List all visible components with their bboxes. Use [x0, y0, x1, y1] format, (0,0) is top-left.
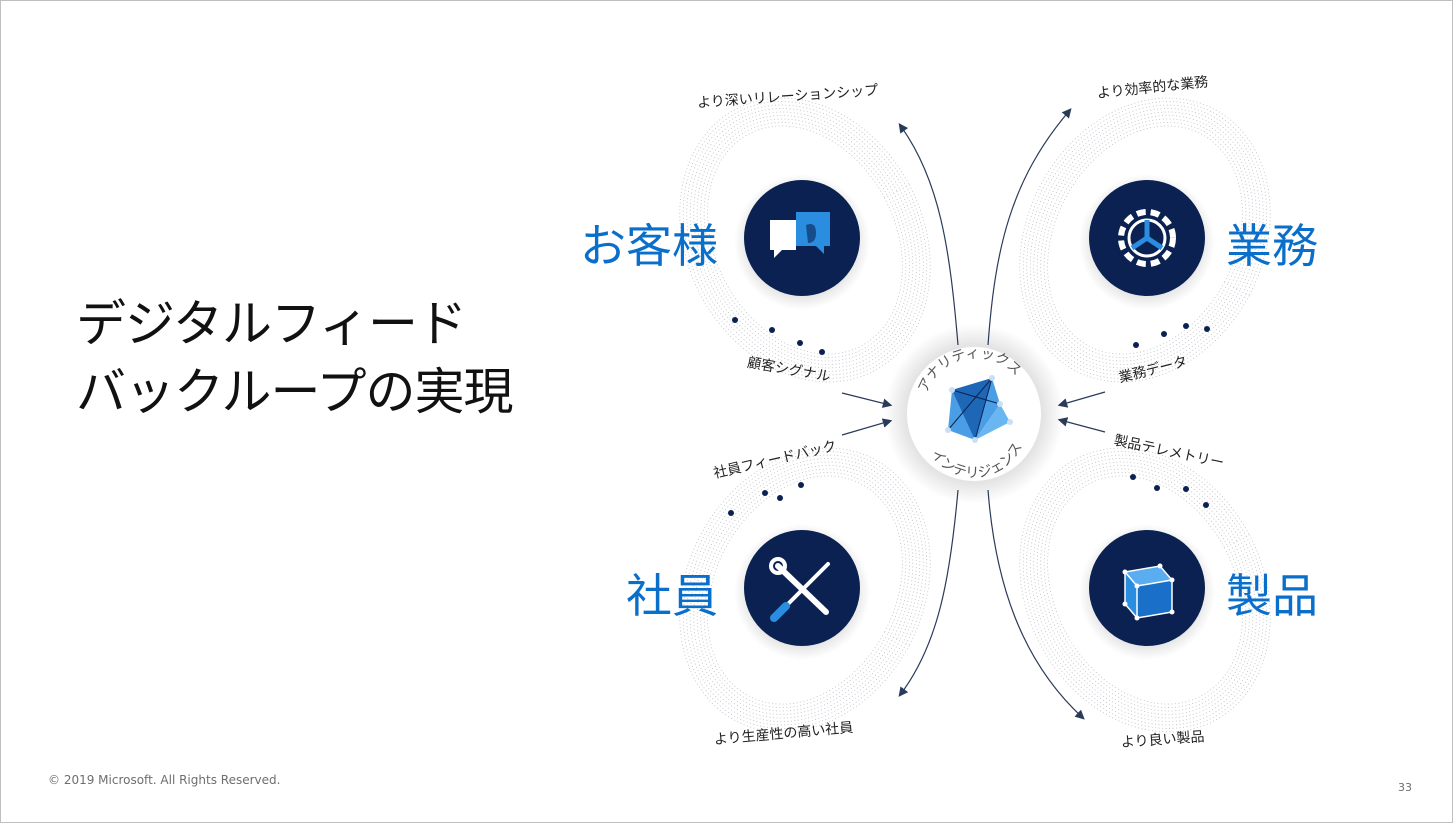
signal-dot [762, 490, 768, 496]
signal-dot [1154, 485, 1160, 491]
slide-title: デジタルフィード バックループの実現 [76, 290, 576, 426]
signal-dot [1130, 474, 1136, 480]
outcome-arrow-customer [898, 123, 959, 346]
entity-label-customer: お客様 [580, 219, 718, 273]
outcome-label-customer: より深いリレーションシップ [697, 83, 879, 112]
signal-dot [1133, 342, 1139, 348]
signal-dots [728, 317, 1210, 516]
signal-arrow-operations [1057, 391, 1106, 408]
signal-dot [777, 495, 783, 501]
slide-title-line2: バックループの実現 [76, 363, 514, 421]
page-number: 33 [1398, 781, 1412, 794]
signal-dot [819, 349, 825, 355]
signal-dot [728, 510, 734, 516]
loop-bands [679, 97, 1271, 733]
outcome-arrow-employee [898, 489, 959, 697]
outcome-label-product: より良い製品 [1120, 729, 1205, 751]
signal-dot [797, 340, 803, 346]
signal-dot [1183, 486, 1189, 492]
entity-customer [734, 174, 870, 310]
gear-icon [1118, 209, 1176, 267]
signal-arrow-customer [841, 392, 893, 408]
tools-icon [769, 557, 830, 622]
entity-product [1079, 524, 1215, 660]
signal-dot [1161, 331, 1167, 337]
outcome-label-operations: より効率的な業務 [1096, 73, 1209, 102]
outcome-arrows [898, 108, 1085, 720]
outcome-label-employee: より生産性の高い社員 [713, 719, 854, 748]
copyright-text: © 2019 Microsoft. All Rights Reserved. [48, 773, 281, 787]
outcome-arrow-operations [987, 108, 1072, 346]
cube-icon [1122, 563, 1175, 621]
signal-label-employee: 社員フィードバック [712, 438, 838, 482]
chat-bubbles-icon [770, 212, 830, 258]
signal-label-customer: 顧客シグナル [746, 354, 832, 385]
entity-employee [734, 524, 870, 660]
entity-operations [1079, 174, 1215, 310]
signal-dot [798, 482, 804, 488]
network-icon [945, 375, 1013, 443]
loop-customer [679, 97, 931, 383]
signal-arrow-product [1057, 417, 1106, 433]
signal-dot [732, 317, 738, 323]
entity-label-operations: 業務 [1226, 219, 1318, 273]
analytics-hub: アナリティックス インテリジェンス [884, 324, 1064, 504]
entity-label-product: 製品 [1226, 569, 1318, 623]
signal-dot [1204, 326, 1210, 332]
signal-arrows [841, 391, 1106, 436]
entity-label-employee: 社員 [626, 569, 718, 623]
signal-dot [769, 327, 775, 333]
signal-dot [1183, 323, 1189, 329]
loop-employee [679, 447, 931, 733]
signal-label-operations: 業務データ [1117, 353, 1189, 386]
signal-dot [1203, 502, 1209, 508]
signal-arrow-employee [841, 418, 893, 436]
slide-title-line1: デジタルフィード [76, 295, 467, 353]
outcome-arrow-product [987, 489, 1085, 720]
